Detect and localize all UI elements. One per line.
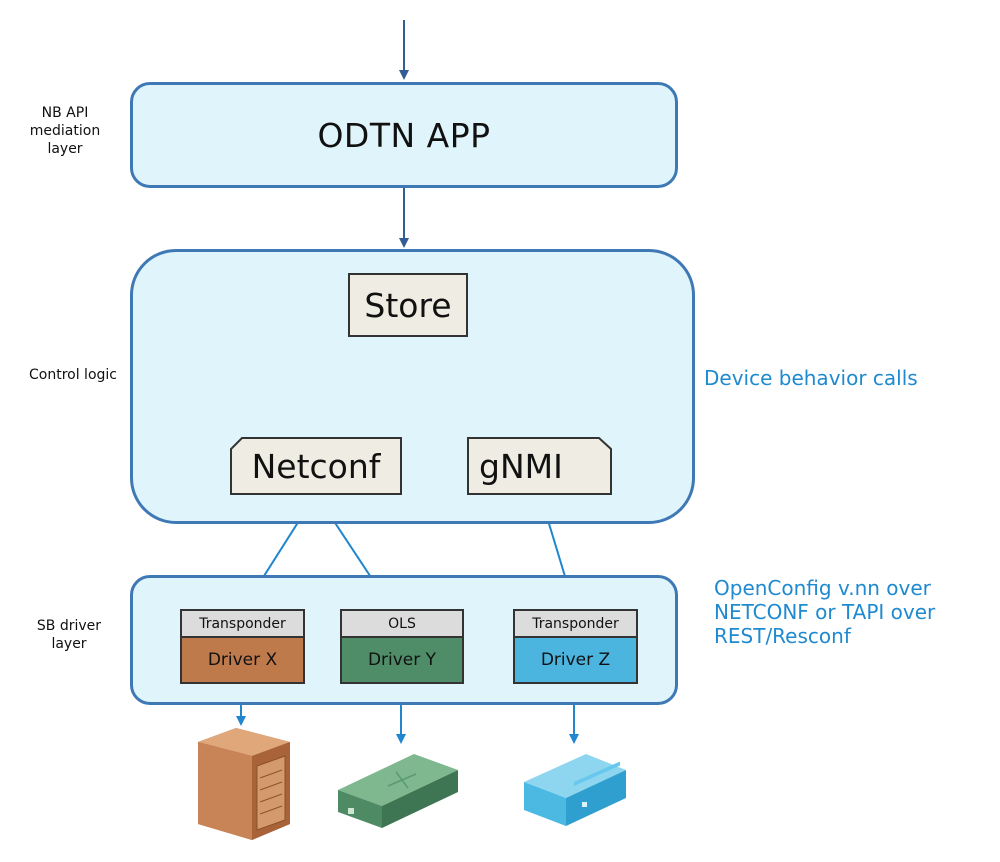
driver-x-type: Transponder [180, 609, 305, 638]
control-logic-label: Control logic [29, 367, 117, 383]
driver-y-type: OLS [340, 609, 464, 638]
transponder-device-icon [198, 728, 290, 840]
netconf-card-shape [230, 437, 402, 495]
device-behavior-note: Device behavior calls [704, 366, 918, 390]
gnmi-card-shape [467, 437, 612, 495]
sb-driver-layer-label: SB driver layer [36, 618, 102, 652]
netconf-box[interactable]: Netconf [251, 446, 381, 486]
app-title: ODTN APP [317, 115, 491, 155]
driver-y[interactable]: OLS Driver Y [340, 609, 464, 684]
nb-api-layer-label: NB API mediation layer [29, 105, 101, 157]
driver-x-name: Driver X [180, 638, 305, 684]
ols-device-icon [338, 754, 458, 828]
gnmi-box[interactable]: gNMI [479, 446, 563, 486]
driver-x[interactable]: Transponder Driver X [180, 609, 305, 684]
driver-z-name: Driver Z [513, 638, 638, 684]
transponder-z-device-icon [524, 754, 626, 826]
openconfig-note: OpenConfig v.nn over NETCONF or TAPI ove… [714, 576, 936, 648]
driver-y-name: Driver Y [340, 638, 464, 684]
odtn-app-panel[interactable]: ODTN APP [130, 82, 678, 188]
store-box[interactable]: Store [348, 273, 468, 337]
driver-z-type: Transponder [513, 609, 638, 638]
driver-z[interactable]: Transponder Driver Z [513, 609, 638, 684]
